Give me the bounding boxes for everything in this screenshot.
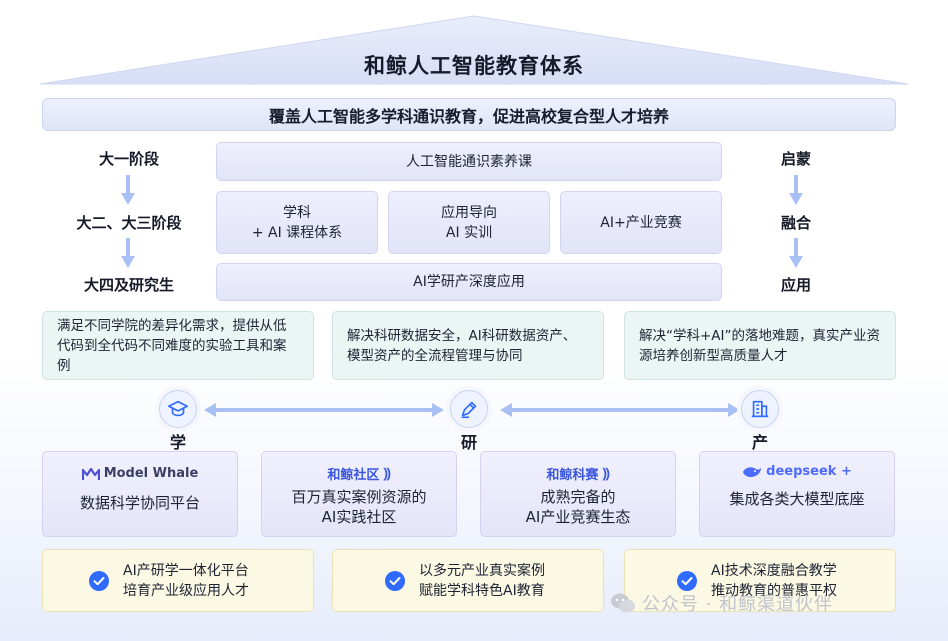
logo-wave-icon: ⸩ — [602, 466, 610, 482]
desc-learning: 满足不同学院的差异化需求，提供从低代码到全代码不同难度的实验工具和案例 — [42, 311, 314, 380]
arrow-down-icon — [121, 175, 135, 205]
modelwhale-mark-icon — [81, 467, 100, 480]
course-deep-application: AI学研产深度应用 — [216, 263, 722, 301]
platform-heywhale-community: 和鲸社区 ⸩ 百万真实案例资源的 AI实践社区 — [261, 451, 457, 537]
hub-label-learn: 学 — [169, 433, 186, 452]
subtitle-banner: 覆盖人工智能多学科通识教育，促进高校复合型人才培养 — [42, 98, 896, 131]
course-line: AI+产业竞赛 — [600, 214, 682, 231]
outcome-text: AI技术深度融合教学 推动教育的普惠平权 — [711, 561, 837, 601]
outcome-line: 赋能学科特色AI教育 — [419, 582, 545, 599]
phase-application: 应用 — [780, 275, 811, 294]
course-ai-literacy: 人工智能通识素养课 — [216, 142, 722, 181]
stage-year-four-grad: 大四及研究生 — [83, 275, 174, 294]
outcome-text: 以多元产业真实案例 赋能学科特色AI教育 — [419, 561, 545, 601]
platform-desc: 集成各类大模型底座 — [729, 490, 865, 508]
phase-fusion: 融合 — [780, 213, 811, 232]
outcome-box-cases: 以多元产业真实案例 赋能学科特色AI教育 — [332, 549, 604, 612]
course-line: + AI 课程体系 — [251, 224, 343, 241]
desc-text: 解决“学科+AI”的落地难题，真实产业资源培养创新型高质量人才 — [639, 327, 881, 364]
outcome-line: 推动教育的普惠平权 — [711, 582, 837, 599]
pen-icon — [450, 390, 488, 428]
heywhale-kesai-logo: 和鲸科赛 ⸩ — [481, 464, 675, 483]
modelwhale-logo: Model Whale — [43, 466, 237, 481]
heywhale-community-logo: 和鲸社区 ⸩ — [262, 464, 456, 483]
check-circle-icon — [677, 570, 697, 591]
phase-enlighten: 启蒙 — [780, 149, 811, 168]
platform-logo-text: 和鲸科赛 — [546, 468, 599, 483]
platform-deepseek: deepseek + 集成各类大模型底座 — [699, 451, 895, 537]
arrow-down-icon — [789, 238, 803, 268]
outcome-line: AI技术深度融合教学 — [711, 562, 837, 579]
hub-label-industry: 产 — [751, 433, 768, 452]
stage-year-two-three: 大二、大三阶段 — [76, 213, 182, 232]
platform-heywhale-kesai: 和鲸科赛 ⸩ 成熟完备的 AI产业竞赛生态 — [480, 451, 676, 537]
course-line: AI 实训 — [445, 224, 493, 241]
outcome-box-teaching: AI技术深度融合教学 推动教育的普惠平权 — [624, 549, 896, 612]
outcome-line: 以多元产业真实案例 — [419, 562, 545, 579]
platform-modelwhale: Model Whale 数据科学协同平台 — [42, 451, 238, 537]
wechat-icon — [611, 593, 635, 613]
outcome-box-platform: AI产研学一体化平台 培育产业级应用人才 — [42, 549, 314, 612]
platform-desc: 数据科学协同平台 — [79, 494, 200, 512]
platform-logo-text: 和鲸社区 — [327, 468, 380, 483]
roof-shape — [39, 15, 909, 85]
platform-desc: 成熟完备的 AI产业竞赛生态 — [481, 487, 675, 527]
outcome-line: AI产研学一体化平台 — [123, 562, 249, 579]
platform-desc: 百万真实案例资源的 AI实践社区 — [262, 487, 456, 527]
outcome-text: AI产研学一体化平台 培育产业级应用人才 — [123, 561, 249, 601]
logo-wave-icon: ⸩ — [383, 466, 391, 482]
check-circle-icon — [385, 570, 405, 591]
course-subject-ai: 学科 + AI 课程体系 — [216, 191, 378, 254]
platform-desc-line: AI实践社区 — [321, 508, 397, 526]
outcome-line: 培育产业级应用人才 — [123, 582, 249, 599]
desc-text: 满足不同学院的差异化需求，提供从低代码到全代码不同难度的实验工具和案例 — [57, 317, 287, 374]
platform-desc-line: 成熟完备的 — [540, 488, 616, 506]
graduation-cap-icon — [159, 390, 197, 428]
hub-connectors — [204, 403, 740, 417]
watermark-text: 公众号 · 和鲸渠道伙伴 — [642, 594, 834, 615]
platform-desc-line: 百万真实案例资源的 — [291, 488, 427, 506]
deepseek-logo: deepseek + — [700, 464, 894, 479]
desc-industry: 解决“学科+AI”的落地难题，真实产业资源培养创新型高质量人才 — [624, 311, 896, 380]
course-ai-industry-competition: AI+产业竞赛 — [560, 191, 722, 254]
platform-logo-text: deepseek + — [766, 464, 852, 479]
deepseek-whale-icon — [743, 466, 762, 477]
course-line: 学科 — [283, 204, 311, 221]
stage-year-one: 大一阶段 — [98, 149, 159, 168]
desc-text: 解决科研数据安全，AI科研数据资产、模型资产的全流程管理与协同 — [347, 327, 577, 364]
course-applied-training: 应用导向 AI 实训 — [388, 191, 550, 254]
page-title: 和鲸人工智能教育体系 — [364, 54, 584, 78]
arrow-down-icon — [121, 238, 135, 268]
arrow-down-icon — [789, 175, 803, 205]
building-icon — [741, 390, 779, 428]
platform-desc-line: AI产业竞赛生态 — [525, 508, 631, 526]
hub-label-research: 研 — [460, 433, 477, 452]
watermark: 公众号 · 和鲸渠道伙伴 — [610, 590, 833, 616]
desc-research: 解决科研数据安全，AI科研数据资产、模型资产的全流程管理与协同 — [332, 311, 604, 380]
platform-logo-text: Model Whale — [103, 466, 199, 481]
check-circle-icon — [89, 570, 109, 591]
course-line: 应用导向 — [441, 204, 497, 221]
